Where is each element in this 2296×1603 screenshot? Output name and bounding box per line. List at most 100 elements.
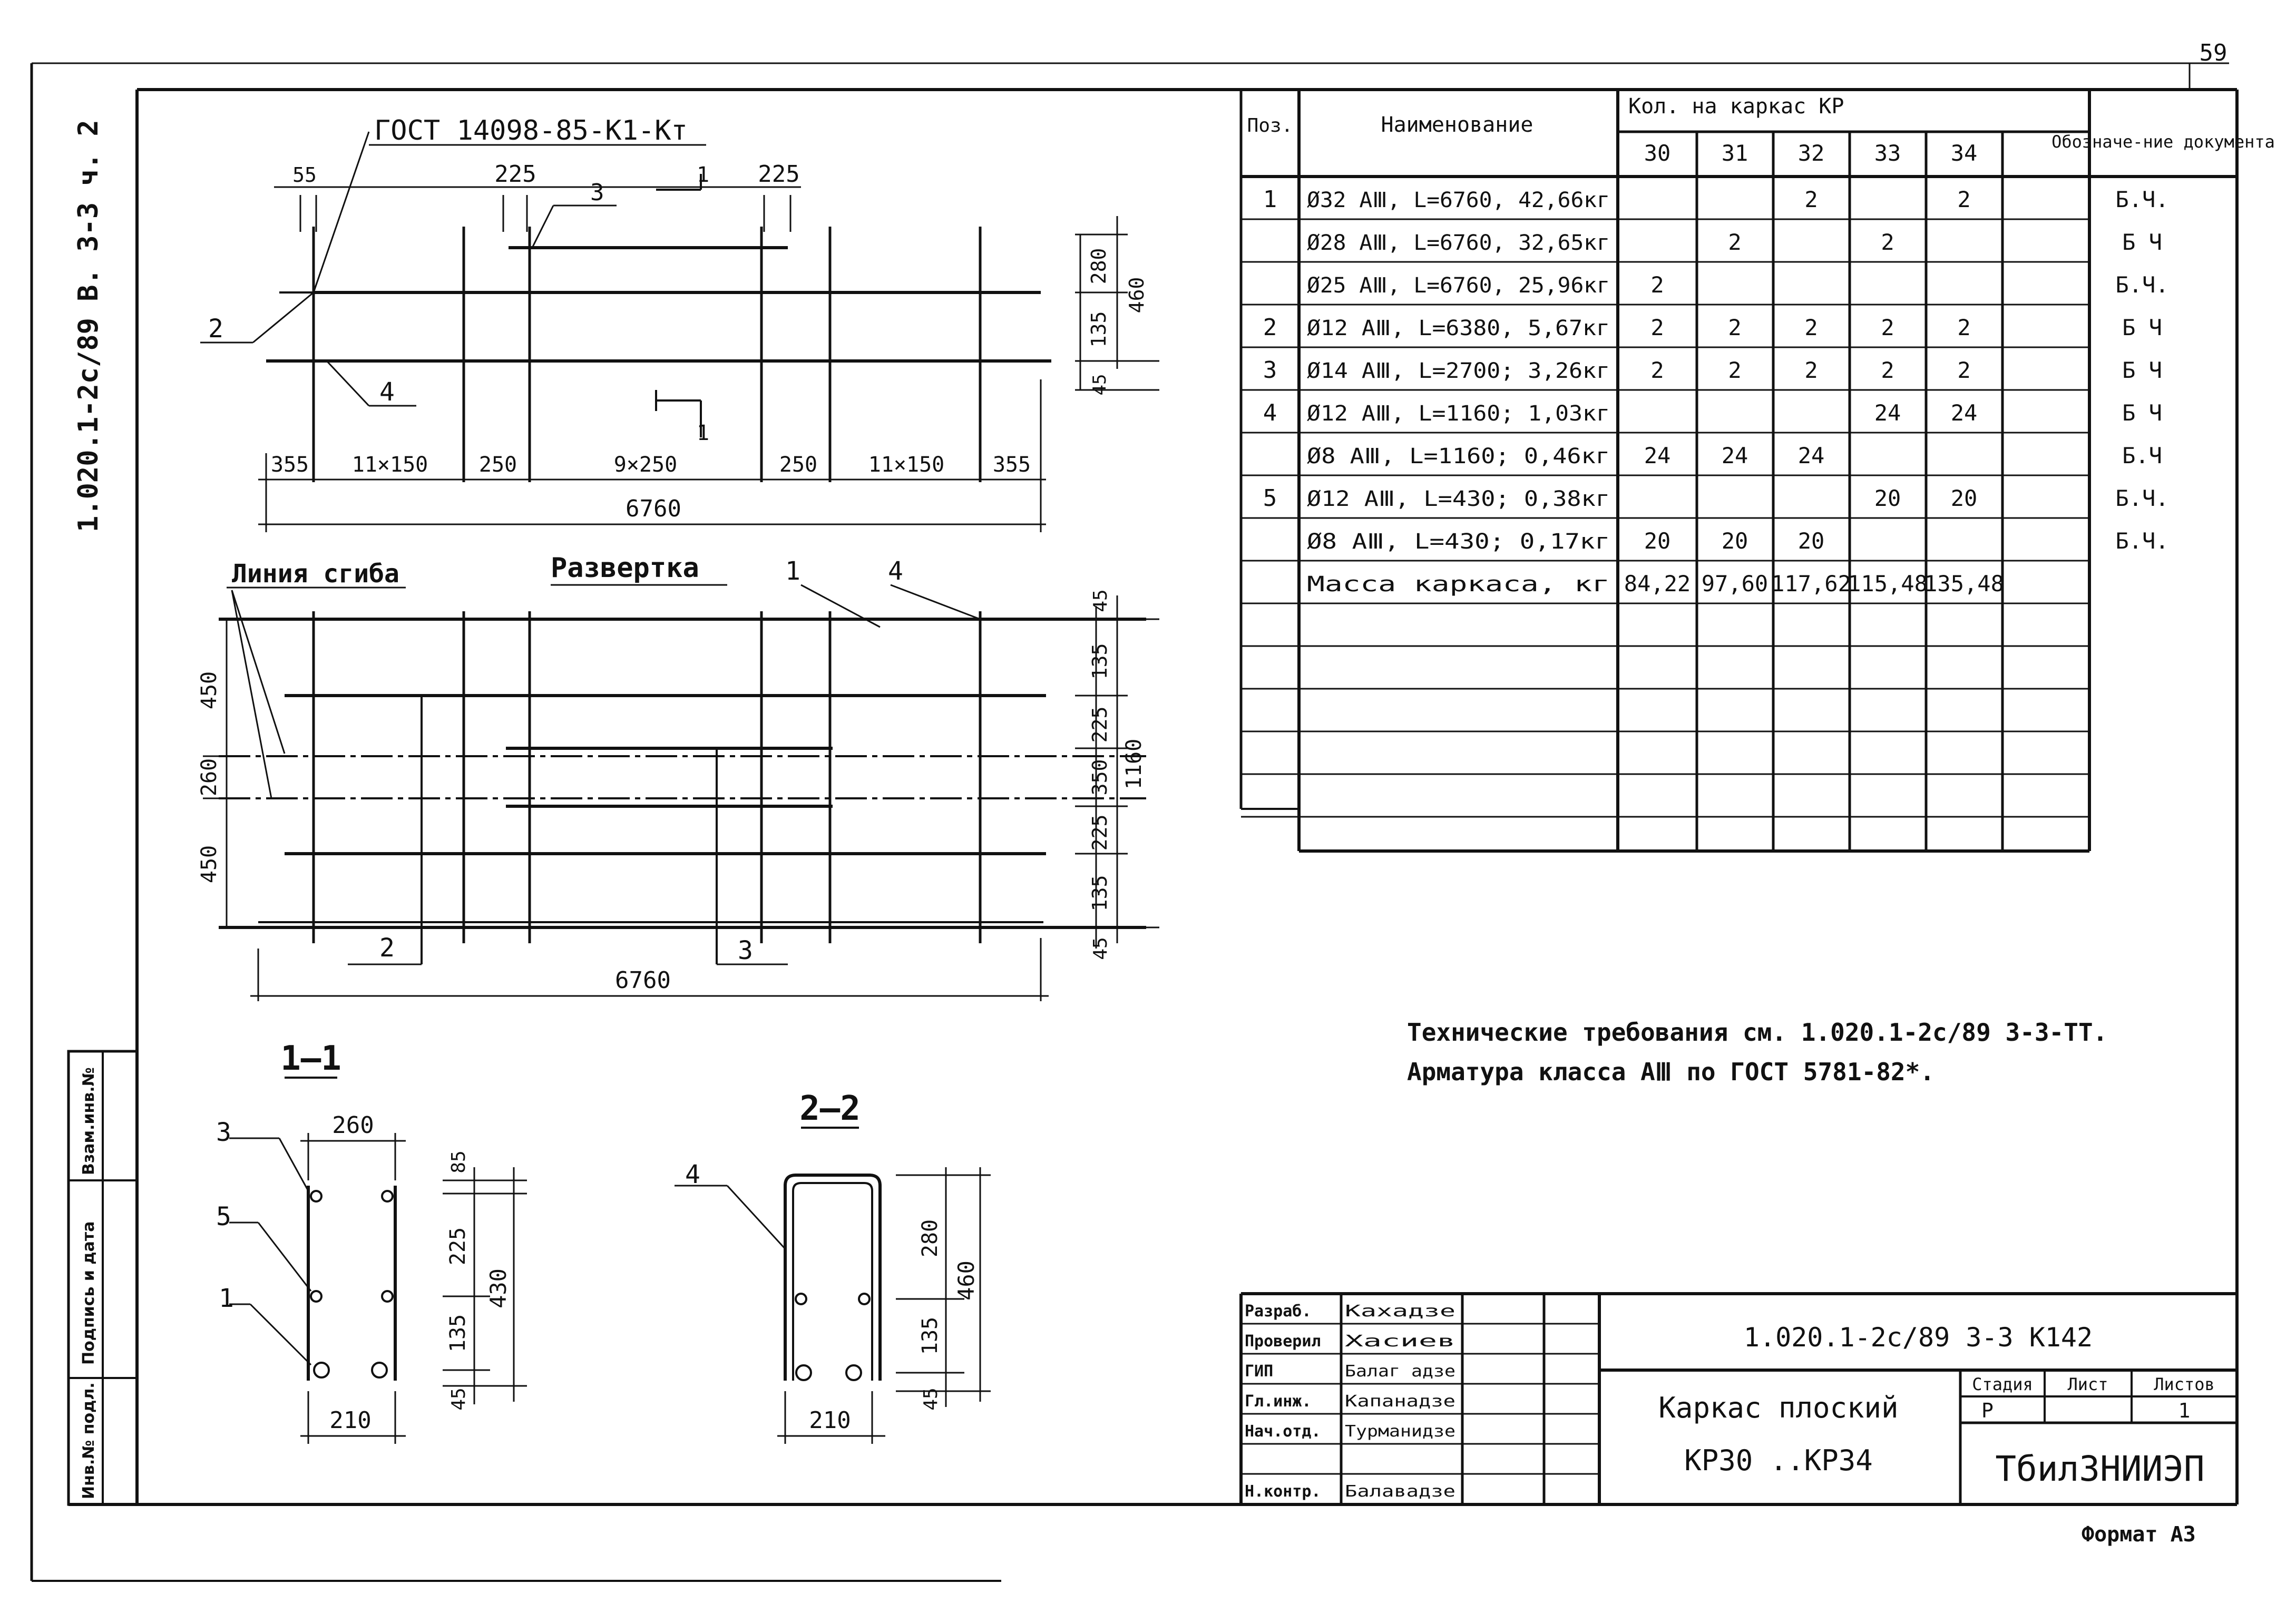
- title-role-name: Турманидзе: [1345, 1422, 1455, 1441]
- title-block-title-1: Каркас плоский: [1658, 1391, 1898, 1424]
- stamp-repl-label: Взам.инв.№: [80, 1067, 98, 1175]
- title-block-title-2: КР30 ..КР34: [1684, 1444, 1873, 1477]
- spec-name: Ø8 АⅢ, L=1160; 0,46кг: [1307, 444, 1610, 468]
- unfold-left-450b: 450: [197, 845, 221, 883]
- title-role-label: Разраб.: [1245, 1302, 1311, 1321]
- title-block-sheets-label: Листов: [2154, 1374, 2215, 1394]
- unfold-callout-4: 4: [888, 556, 903, 586]
- spec-name: Ø12 АⅢ, L=1160; 1,03кг: [1307, 402, 1610, 426]
- elev-top-dim-55: 55: [292, 163, 317, 187]
- spec-row: Ø8 АⅢ, L=1160; 0,46кг 24 24 24 Б.Ч: [1307, 443, 2162, 468]
- spec-variant-header: 34: [1951, 140, 1978, 166]
- spec-doc: Б.Ч.: [2115, 187, 2168, 212]
- spec-qty-cell: 2: [1957, 187, 1970, 212]
- spec-qty-cell: 24: [1951, 400, 1978, 426]
- s11-dim-430: 430: [485, 1268, 511, 1308]
- s22-dim-135: 135: [918, 1317, 942, 1355]
- spec-header-name: Наименование: [1381, 113, 1533, 137]
- section-2-2-labels: 4 210 280 135 45 460: [685, 1160, 979, 1434]
- spec-pos: 5: [1263, 485, 1277, 512]
- title-role-label: Проверил: [1245, 1332, 1321, 1351]
- elev-right-dim-135: 135: [1087, 311, 1110, 348]
- spec-qty-cell: 2: [1650, 315, 1664, 340]
- elevation-view: [200, 131, 1159, 532]
- spec-table: Поз. Наименование Кол. на каркас КР Обоз…: [1239, 90, 2275, 853]
- gost-label: ГОСТ 14098-85-К1-Кт: [374, 115, 688, 146]
- unfold-right-225b: 225: [1088, 815, 1111, 851]
- elev-section-mark-bottom: 1: [697, 421, 709, 445]
- section-2-2-title: 2–2: [799, 1089, 861, 1128]
- spec-header-doc: Обозначе-ние документа: [2051, 132, 2275, 152]
- s22-dim-280: 280: [918, 1219, 942, 1257]
- spec-qty-cell: 2: [1728, 357, 1741, 383]
- spec-qty-cell: 20: [1644, 528, 1671, 554]
- title-role-label: Н.контр.: [1245, 1482, 1321, 1501]
- spec-qty-cell: 117,62: [1771, 571, 1851, 597]
- spec-qty-cell: 24: [1722, 443, 1748, 468]
- unfold-labels: Линия сгиба Развертка 1 4 2 3 45 135 225…: [197, 552, 1146, 994]
- s11-dim-45: 45: [448, 1387, 470, 1410]
- spec-qty-cell: 135,48: [1924, 571, 2004, 597]
- spec-qty-cell: 2: [1957, 357, 1970, 383]
- s11-callout-1: 1: [219, 1284, 234, 1313]
- spec-pos: 1: [1263, 186, 1277, 213]
- title-role-label: Нач.отд.: [1245, 1422, 1321, 1441]
- unfold-view: [203, 584, 1159, 1001]
- spec-qty-cell: 2: [1804, 187, 1818, 212]
- spec-pos: 4: [1263, 399, 1277, 426]
- s11-top-dim: 260: [332, 1112, 374, 1139]
- spec-qty-cell: 2: [1804, 357, 1818, 383]
- unfold-left-260: 260: [197, 758, 221, 796]
- unfold-right-45b: 45: [1090, 937, 1111, 960]
- elev-right-dim-460: 460: [1125, 277, 1148, 314]
- section-1-1-labels: 3 5 1 260 210 85 225 135 45 430: [216, 1112, 511, 1434]
- unfold-total-6760: 6760: [615, 967, 671, 994]
- spec-qty-cell: 2: [1957, 315, 1970, 340]
- unfold-right-1160: 1160: [1122, 739, 1146, 789]
- spec-table-header: Поз. Наименование Кол. на каркас КР Обоз…: [1247, 94, 2275, 152]
- elev-space-11x150a: 11×150: [352, 453, 428, 477]
- elev-right-dim-280: 280: [1087, 248, 1110, 285]
- elev-space-250a: 250: [479, 453, 517, 477]
- spec-name: Ø12 АⅢ, L=6380, 5,67кг: [1307, 316, 1610, 340]
- title-role-name: Хасиев: [1345, 1332, 1455, 1351]
- side-stamp: Инв.№ подл. Подпись и дата Взам.инв.№: [67, 1050, 139, 1506]
- spec-doc: Б.Ч.: [2115, 485, 2168, 511]
- spec-qty-cell: 20: [1722, 528, 1748, 554]
- note-tech-requirements: Технические требования см. 1.020.1-2с/89…: [1407, 1018, 2107, 1047]
- unfold-right-225a: 225: [1088, 707, 1111, 743]
- unfold-right-45a: 45: [1090, 589, 1111, 612]
- elevation-labels: ГОСТ 14098-85-К1-Кт 55 225 225 3 1 1 2 4…: [208, 115, 1148, 522]
- s11-dim-85: 85: [448, 1150, 470, 1173]
- spec-doc: Б.Ч: [2122, 443, 2162, 468]
- title-role-name: Балаг адзе: [1345, 1362, 1455, 1381]
- bend-line-label: Линия сгиба: [232, 559, 399, 589]
- s11-callout-3: 3: [216, 1118, 231, 1147]
- sheet-frame: [30, 62, 2239, 1582]
- s11-dim-135: 135: [446, 1314, 470, 1352]
- spec-doc: Б.Ч.: [2115, 272, 2168, 298]
- elev-top-dim-225a: 225: [494, 161, 536, 188]
- unfold-left-450a: 450: [197, 671, 221, 709]
- spec-qty-cell: 97,60: [1702, 571, 1768, 597]
- spec-pos: 3: [1263, 357, 1277, 384]
- spec-qty-cell: 2: [1728, 229, 1741, 255]
- spec-qty-cell: 20: [1951, 485, 1978, 511]
- spec-qty-cell: 2: [1650, 357, 1664, 383]
- spec-qty-cell: 24: [1644, 443, 1671, 468]
- elev-space-9x250: 9×250: [614, 453, 677, 477]
- stamp-inv-label: Инв.№ подл.: [80, 1382, 98, 1499]
- spec-doc: Б Ч: [2122, 357, 2162, 383]
- spec-name: Ø28 АⅢ, L=6760, 32,65кг: [1307, 231, 1610, 255]
- spec-qty-cell: 24: [1798, 443, 1825, 468]
- s22-bottom-dim: 210: [809, 1407, 851, 1434]
- unfold-right-135a: 135: [1088, 643, 1111, 680]
- spec-qty-cell: 2: [1881, 229, 1894, 255]
- section-2-2: 2–2: [675, 1089, 991, 1444]
- title-block-code: 1.020.1-2с/89 3-3 К142: [1744, 1322, 2093, 1353]
